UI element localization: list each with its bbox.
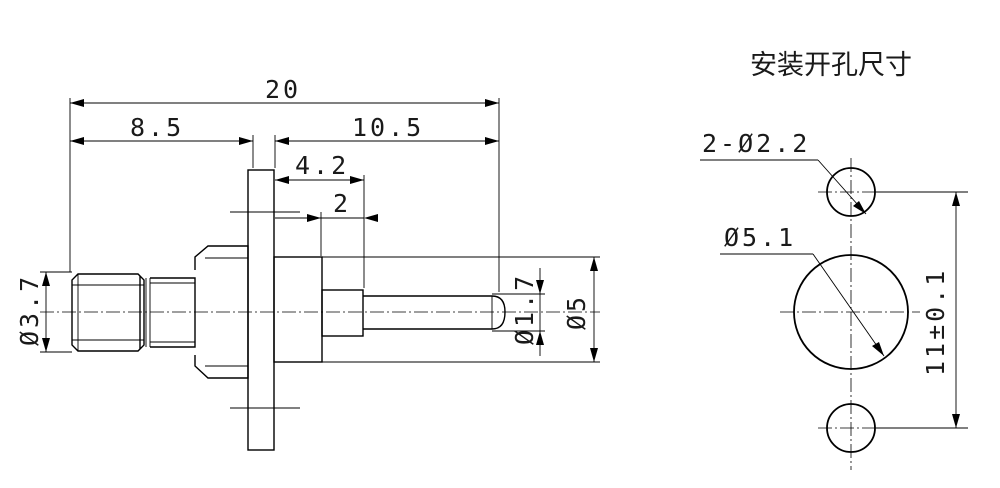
step-length-label: 4.2 [295,151,349,180]
small-holes-label: 2-Ø2.2 [702,129,810,158]
left-length-label: 8.5 [130,113,184,142]
body-diameter-label: Ø5 [562,294,591,330]
top-mounting-hole [826,167,876,217]
left-diameter-label: Ø3.7 [15,274,44,346]
hole-spacing-label: 11±0.1 [921,268,950,376]
panel-cutout-title: 安装开孔尺寸 [750,50,912,81]
pin-step-label: 2 [333,189,351,218]
right-length-label: 10.5 [352,113,424,142]
contact-pin [363,295,506,330]
side-dimensions: 20 8.5 10.5 4.2 2 Ø3.7 Ø1.7 [15,75,600,363]
pin-shoulder [321,289,364,337]
rear-body [273,256,323,363]
center-hole-label: Ø5.1 [724,223,796,252]
center-hole [793,254,909,370]
left-barrel [71,273,196,352]
bottom-mounting-hole [826,403,876,453]
connector-side-view [40,169,600,451]
overall-length-label: 20 [265,75,301,104]
pin-diameter-label: Ø1.7 [510,273,539,345]
panel-cutout-view: 2-Ø2.2 Ø5.1 11±0.1 [700,129,968,470]
